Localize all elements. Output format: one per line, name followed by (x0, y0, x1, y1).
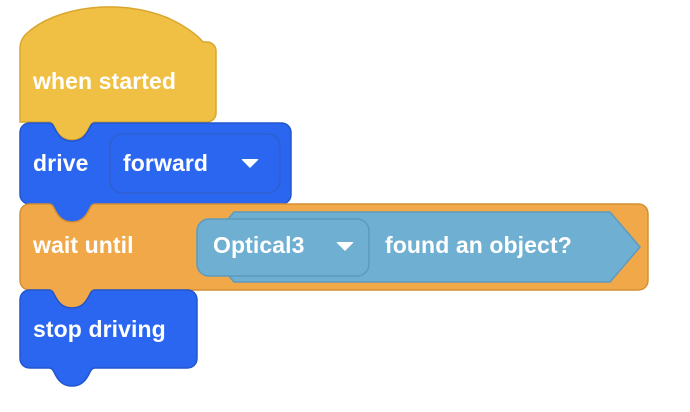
sensor-dropdown-value[interactable]: Optical3 (213, 232, 305, 258)
drive-direction-field-shape[interactable] (109, 133, 281, 194)
drive-label: drive (33, 150, 89, 176)
chevron-down-icon[interactable] (336, 242, 354, 251)
when-started-label: when started (33, 68, 177, 94)
stop-driving-shape[interactable] (19, 289, 198, 387)
boolean-suffix-label: found an object? (385, 232, 572, 258)
chevron-down-icon[interactable] (241, 159, 259, 168)
drive-direction-value[interactable]: forward (123, 150, 209, 176)
stop-driving-label: stop driving (33, 316, 166, 342)
wait-until-label: wait until (33, 232, 134, 258)
sensor-dropdown-field-shape[interactable] (196, 218, 370, 277)
when-started-shape[interactable] (19, 6, 217, 141)
